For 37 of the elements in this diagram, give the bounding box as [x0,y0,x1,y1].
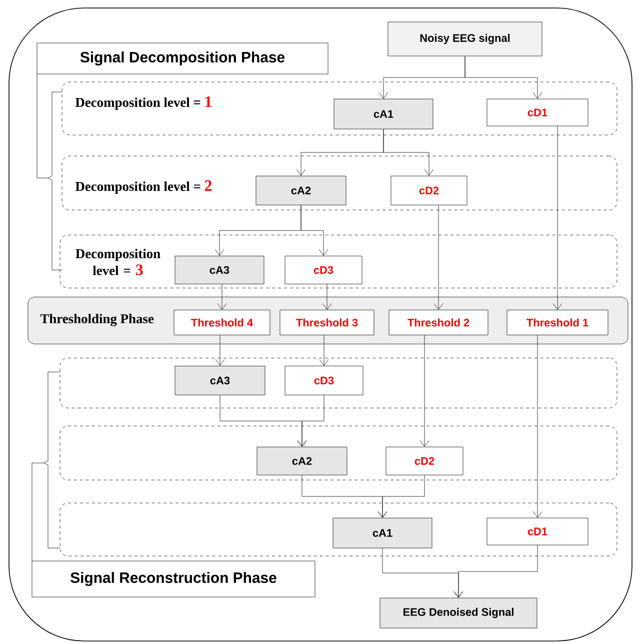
coefficient-box: cD2 [390,176,468,206]
coefficient-box: cA3 [174,366,266,396]
arrow [434,205,444,310]
arrow [378,475,425,518]
source-box: Noisy EEG signal [388,22,542,56]
coefficient-box: EEG Denoised Signal [380,598,538,628]
coefficient-box: Threshold 1 [506,310,608,336]
arrow [297,395,324,447]
coefficient-box: cA2 [256,176,346,206]
coefficient-box: cD2 [386,446,464,476]
coefficient-box: Threshold 3 [280,310,374,336]
coefficient-box: cA3 [174,256,264,284]
coefficient-box: cA1 [334,98,434,130]
arrow [300,205,328,256]
coefficient-box: cD3 [284,366,364,396]
arrow [464,56,542,99]
coefficient-box: Threshold 4 [174,310,270,336]
level-band [60,502,618,556]
coefficient-box: cD1 [486,518,588,546]
phase-title-box: Signal Reconstruction Phase [32,560,316,598]
level-band [60,358,618,408]
arrow [383,129,434,176]
level-band [60,426,618,480]
phase-title-box: Signal Decomposition Phase [36,42,328,74]
coefficient-box: cD3 [284,256,362,284]
arrow [454,545,538,598]
arrow [552,126,562,310]
arrow [532,335,542,518]
coefficient-box: cD1 [486,98,588,126]
arrow [319,335,329,366]
arrow [217,284,227,310]
arrow [215,335,225,366]
arrow [322,284,332,310]
arrow [420,335,430,447]
coefficient-box: cA2 [256,446,348,476]
coefficient-box: cA1 [332,518,432,548]
coefficient-box: Threshold 2 [388,310,488,336]
